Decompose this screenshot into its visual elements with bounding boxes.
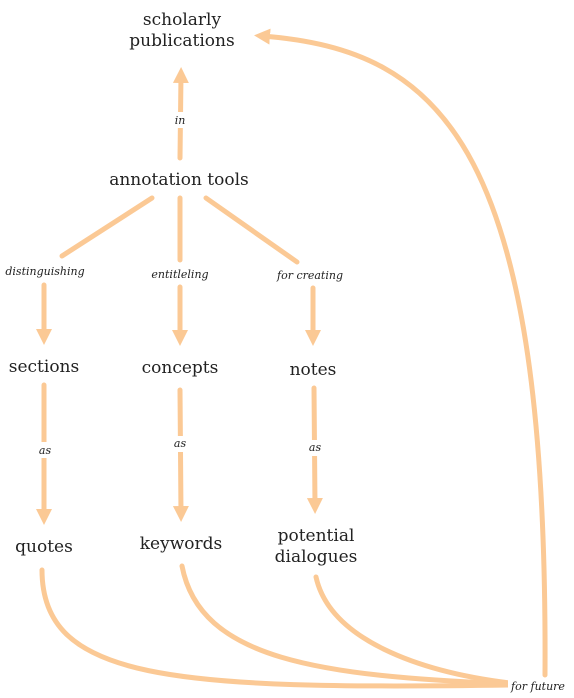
- node-sections: sections: [9, 357, 79, 377]
- edges: [35, 28, 548, 689]
- edge-for-future-publications: [254, 28, 548, 678]
- edge-label-entitleling: entitleling: [151, 268, 208, 281]
- nodes: scholarly publications annotation tools …: [9, 10, 358, 567]
- edge-label-for-future: for future: [510, 680, 565, 693]
- label-as-sections-bg: [34, 442, 54, 458]
- node-annotation-tools: annotation tools: [109, 170, 249, 190]
- label-for-future-bg: [508, 678, 568, 694]
- label-as-notes-bg: [305, 440, 325, 456]
- node-potential-dialogues-line2: dialogues: [275, 547, 358, 567]
- node-notes: notes: [290, 360, 337, 380]
- edge-label-as-sections: as: [39, 444, 52, 457]
- edge-label-in: in: [175, 114, 186, 127]
- node-scholarly-publications-line2: publications: [129, 31, 234, 51]
- edge-label-as-concepts: as: [174, 437, 187, 450]
- edge-label-as-notes: as: [309, 441, 322, 454]
- label-in-bg: [170, 112, 190, 128]
- node-potential-dialogues-line1: potential: [278, 526, 355, 546]
- node-quotes: quotes: [15, 537, 73, 557]
- edge-keywords-for-future: [179, 563, 513, 687]
- edge-dialogues-for-future: [313, 574, 513, 686]
- edge-distinguishing-upper: [59, 195, 155, 259]
- label-as-concepts-bg: [170, 436, 190, 452]
- edge-label-distinguishing: distinguishing: [5, 265, 84, 278]
- edge-quotes-for-future: [39, 567, 513, 689]
- edge-label-for-creating: for creating: [276, 269, 343, 282]
- node-scholarly-publications-line1: scholarly: [143, 10, 222, 30]
- edge-for-creating-upper: [203, 195, 300, 265]
- edge-labels: in distinguishing entitleling for creati…: [5, 112, 568, 694]
- node-keywords: keywords: [140, 534, 223, 554]
- node-concepts: concepts: [142, 358, 219, 378]
